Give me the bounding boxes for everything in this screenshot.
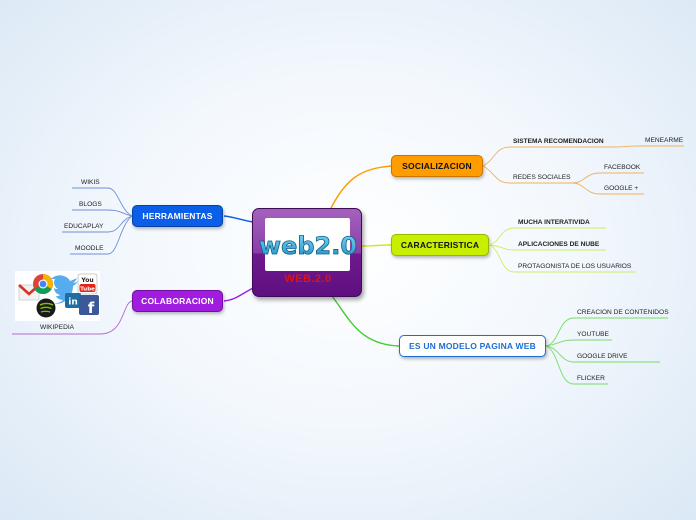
social-media-collage-image: You Tube in f [15, 271, 100, 321]
logo-text: web2.0 [258, 232, 356, 260]
leaf-youtube[interactable]: YOUTUBE [577, 331, 609, 338]
leaf-wikipedia[interactable]: WIKIPEDIA [40, 324, 75, 331]
facebook-icon: f [79, 295, 99, 317]
leaf-blogs[interactable]: BLOGS [79, 201, 102, 208]
leaf-educaplay[interactable]: EDUCAPLAY [64, 223, 104, 230]
leaf-protagonista-usuarios[interactable]: PROTAGONISTA DE LOS USUARIOS [518, 263, 632, 270]
connector-colaboracion [223, 287, 254, 302]
web20-logo-image: web2.0 [258, 218, 357, 271]
leaf-flicker[interactable]: FLICKER [577, 375, 605, 382]
connector-socializacion [329, 165, 393, 211]
branch-colaboracion[interactable]: COLABORACION [132, 290, 223, 312]
connector-caracteristica [361, 244, 393, 247]
branch-modelo-pagina-web[interactable]: ES UN MODELO PAGINA WEB [399, 335, 546, 357]
svg-text:Tube: Tube [80, 287, 95, 293]
svg-text:f: f [88, 299, 95, 317]
social-icons-collage: You Tube in f [18, 273, 99, 318]
branch-herramientas-label: HERRAMIENTAS [142, 211, 213, 221]
web20-logo-icon: web2.0 [258, 231, 357, 260]
branch-caracteristica-label: CARACTERISTICA [400, 240, 480, 250]
leaf-creacion-contenidos[interactable]: CREACION DE CONTENIDOS [577, 309, 669, 316]
svg-text:You: You [80, 277, 93, 284]
central-title: WEB.2.0 [284, 273, 332, 285]
leaf-menearme[interactable]: MENEARME [645, 137, 684, 144]
branch-modelo-label: ES UN MODELO PAGINA WEB [409, 341, 536, 351]
spotify-icon [36, 298, 56, 318]
youtube-icon: You Tube [77, 273, 98, 295]
leaf-sistema-recomendacion[interactable]: SISTEMA RECOMENDACION [513, 138, 604, 145]
leaf-wikis[interactable]: WIKIS [81, 179, 100, 186]
linkedin-icon: in [65, 293, 81, 308]
branch-socializacion-label: SOCIALIZACION [402, 161, 472, 171]
central-topic[interactable]: web2.0 WEB.2.0 [252, 208, 362, 297]
leaf-aplicaciones-de-nube[interactable]: APLICACIONES DE NUBE [518, 241, 600, 248]
svg-text:in: in [68, 298, 78, 308]
leaf-google-drive[interactable]: GOOGLE DRIVE [577, 353, 628, 360]
connector-modelo [331, 295, 401, 347]
branch-herramientas[interactable]: HERRAMIENTAS [132, 205, 223, 227]
leaf-facebook[interactable]: FACEBOOK [604, 164, 641, 171]
branch-caracteristica[interactable]: CARACTERISTICA [391, 234, 489, 256]
branch-colaboracion-label: COLABORACION [141, 296, 214, 306]
leaf-redes-sociales[interactable]: REDES SOCIALES [513, 174, 571, 181]
connector-herramientas [223, 215, 254, 223]
twitter-icon [51, 275, 78, 305]
branch-socializacion[interactable]: SOCIALIZACION [391, 155, 483, 177]
leaf-moodle[interactable]: MOODLE [75, 245, 104, 252]
leaf-mucha-interatividad[interactable]: MUCHA INTERATIVIDA [518, 219, 590, 226]
leaf-google-plus[interactable]: GOOGLE + [604, 185, 639, 192]
chrome-icon [33, 274, 53, 294]
